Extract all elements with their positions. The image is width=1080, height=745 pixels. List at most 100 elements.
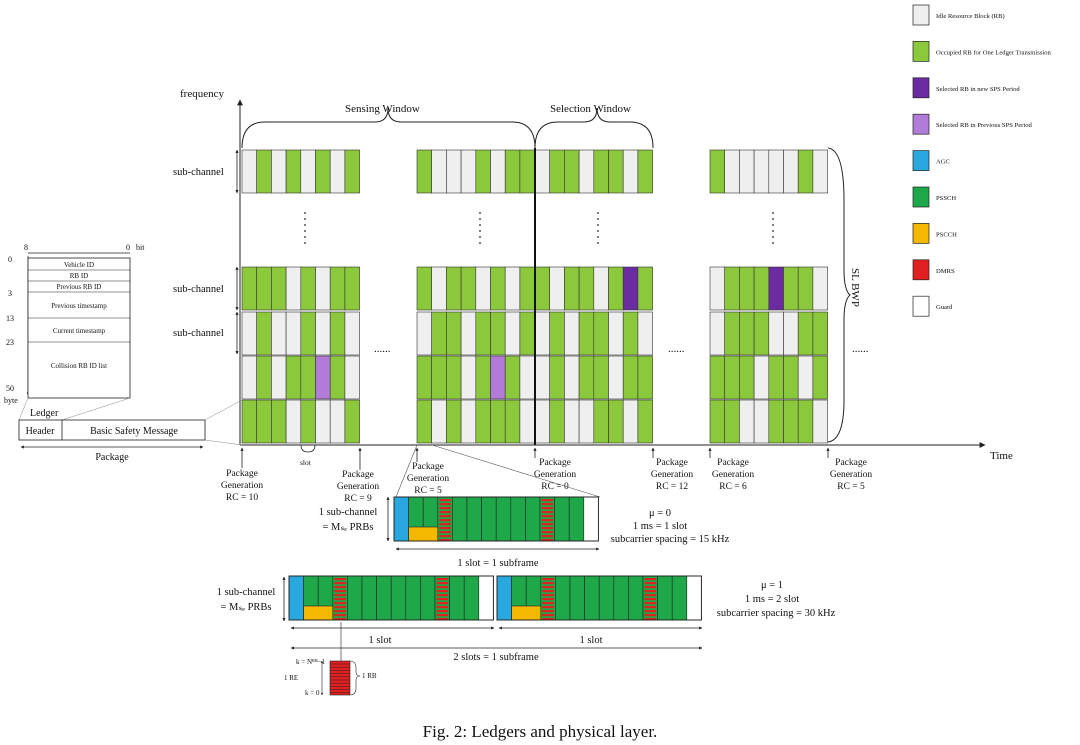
mu0-slot-pssch: [452, 496, 468, 542]
zoom-line-left: [395, 444, 418, 498]
subchannel-label-top: sub-channel: [173, 167, 224, 178]
mu1-slot1-pscch: [303, 605, 334, 621]
mu1-slot1-dmrs-re: [334, 598, 346, 601]
generation-label: Package: [539, 458, 571, 468]
generation-label-2: Generation: [407, 474, 449, 484]
rb-cell: [241, 399, 257, 444]
rb-cell: [753, 311, 770, 356]
mu0-left-line1: 1 sub-channel: [319, 507, 378, 518]
rb-cell: [344, 355, 360, 400]
mu1-slot2-dmrs-re: [542, 578, 554, 581]
rb-cell: [593, 266, 609, 311]
generation-rc: RC = 12: [656, 482, 689, 492]
vertical-dot: [304, 218, 306, 220]
mu1-slot2-dmrs-re: [644, 578, 657, 581]
rb-cell: [300, 355, 316, 400]
rb-cell: [739, 266, 755, 311]
horizontal-ellipses: ...... ...... ......: [374, 343, 869, 355]
mu0-slot-dmrs-re: [439, 531, 451, 534]
mu1-slot1-pssch: [347, 575, 363, 621]
vertical-ellipses: [304, 212, 774, 244]
selection-window-brace: [534, 107, 654, 149]
rb-cell: [534, 266, 550, 311]
sensing-window-label: Sensing Window: [345, 103, 420, 115]
mu1-slot1-dmrs-re: [436, 606, 449, 609]
mu1-slot1-dmrs-re: [436, 578, 449, 581]
rb-cell: [519, 266, 535, 311]
rb-cell: [271, 399, 287, 444]
rb-cell: [724, 311, 740, 356]
rb-cell: [490, 311, 506, 356]
rb-cell: [241, 311, 257, 356]
vertical-dot: [597, 236, 599, 238]
rb-cell: [431, 399, 447, 444]
ellipsis-1: ......: [374, 343, 391, 355]
rb-cell: [256, 149, 272, 194]
legend-label-guard: Guard: [936, 304, 953, 311]
rb-cell: [431, 149, 447, 194]
rb-cell: [578, 266, 595, 311]
mu1-slot1-outline: [288, 575, 494, 621]
rb-cell: [739, 399, 755, 444]
vertical-dot: [597, 224, 599, 226]
rb-cell: [446, 399, 462, 444]
mu0-slot-dmrs-re: [439, 527, 451, 530]
rb-cell: [519, 399, 535, 444]
ledger-bit-low: 0: [126, 243, 130, 252]
rb-cell: [739, 311, 755, 356]
rb-cell: [608, 311, 624, 356]
mu1-right-line3: subcarrier spacing = 30 kHz: [717, 608, 836, 619]
rb-cell: [812, 266, 828, 311]
rb-cell: [300, 311, 316, 356]
rb-cell: [241, 149, 257, 194]
rb-cell: [783, 399, 799, 444]
rb-cell: [504, 399, 521, 444]
ledger-bit-high: 8: [24, 243, 28, 252]
mu0-slot-dmrs-re: [541, 511, 554, 514]
package-box: [18, 419, 206, 441]
rb-cell: [446, 355, 462, 400]
rb-cell: [593, 149, 609, 194]
mu0-slot-dmrs-re: [439, 511, 451, 514]
mu0-slot-pssch: [510, 496, 526, 542]
rb-cell: [768, 399, 784, 444]
generation-rc: RC = 9: [344, 494, 372, 504]
rb-cell: [549, 311, 565, 356]
rb-cell: [534, 311, 550, 356]
mu1-slot1-dmrs-re: [436, 582, 449, 585]
mu1-slot1-dmrs-re: [334, 582, 346, 585]
generation-label-2: Generation: [534, 470, 576, 480]
rb-cell: [416, 355, 432, 400]
mu1-left-line1: 1 sub-channel: [217, 587, 276, 598]
mu0-right-line2: 1 ms = 1 slot: [633, 521, 687, 532]
generation-label: Package: [412, 462, 444, 472]
rb-cell: [460, 399, 477, 444]
rb-cell: [637, 355, 653, 400]
subchannel-label-mid2: sub-channel: [173, 328, 224, 339]
mu0-slot-outline: [393, 496, 599, 542]
mu1-right-line1: μ = 1: [761, 580, 783, 591]
ledger-label: Ledger: [30, 408, 59, 419]
vertical-dot: [772, 236, 774, 238]
mu1-slot2-label: 1 slot: [579, 635, 602, 646]
mu1-slot2-dmrs-re: [542, 594, 554, 597]
rb-cell: [329, 149, 346, 194]
package-header: Header: [26, 426, 56, 437]
mu1-slot1-dmrs-re: [436, 590, 449, 593]
rb-cell: [475, 399, 491, 444]
rb-cell: [724, 355, 740, 400]
mu0-slot-pssch: [481, 496, 497, 542]
rb-cell: [475, 311, 491, 356]
mu1-bottom-label: 2 slots = 1 subframe: [453, 652, 539, 663]
legend-label-selected_prev: Selected RB in Previous SPS Period: [936, 122, 1032, 129]
mu0-slot-dmrs-re: [541, 515, 554, 518]
rb-cell: [622, 355, 639, 400]
generation-label: Package: [835, 458, 867, 468]
rb-cell: [490, 399, 506, 444]
rb-cell: [416, 266, 432, 311]
rb-cell: [564, 399, 580, 444]
generation-label-2: Generation: [830, 470, 872, 480]
rb-cell: [271, 311, 287, 356]
mu1-slot2-dmrs-re: [542, 610, 554, 613]
mu1-slot2-dmrs-re: [542, 602, 554, 605]
